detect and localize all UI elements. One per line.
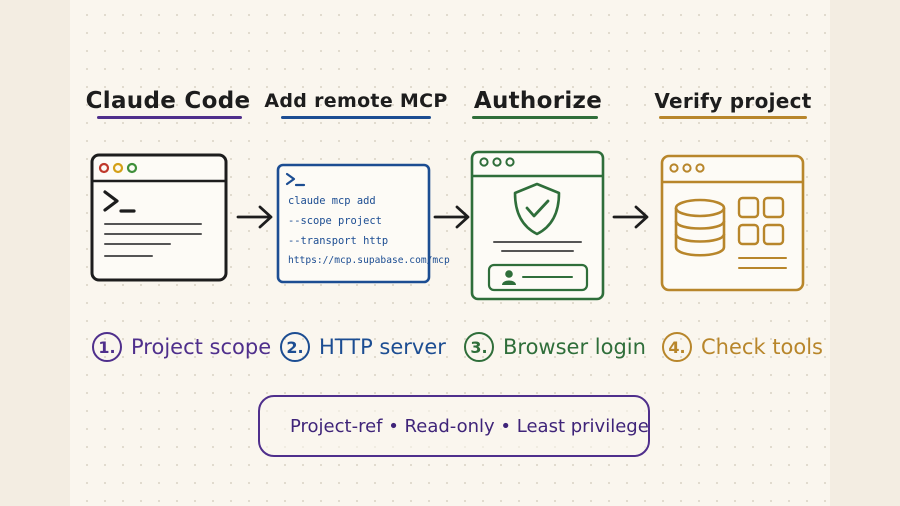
step-number-badge: 3. bbox=[464, 332, 494, 362]
command-text-block: claude mcp add --scope project --transpo… bbox=[288, 192, 450, 271]
database-grid-window-icon bbox=[660, 154, 805, 292]
step-4: 4. Check tools bbox=[662, 328, 823, 366]
shield-check-browser-icon bbox=[470, 150, 605, 301]
step-label: Browser login bbox=[503, 335, 646, 359]
arrow-right-icon bbox=[236, 205, 273, 229]
authorize-browser-card bbox=[470, 150, 606, 302]
terminal-window-icon bbox=[90, 153, 228, 282]
window-dot-red bbox=[98, 162, 110, 174]
step-3: 3. Browser login bbox=[464, 328, 646, 366]
step-number-badge: 2. bbox=[280, 332, 310, 362]
checkmark-icon bbox=[525, 199, 550, 218]
command-card-icon bbox=[276, 163, 431, 284]
banner-text: Project-ref • Read-only • Least privileg… bbox=[290, 415, 649, 437]
step-number-badge: 1. bbox=[92, 332, 122, 362]
step-number-badge: 4. bbox=[662, 332, 692, 362]
command-card bbox=[276, 163, 432, 285]
database-icon bbox=[674, 198, 726, 257]
login-field-icon bbox=[487, 263, 589, 292]
column-title-add-remote-mcp: Add remote MCP bbox=[264, 90, 448, 112]
step-label: Check tools bbox=[701, 335, 823, 359]
left-margin-panel bbox=[0, 0, 70, 506]
security-principles-banner: Project-ref • Read-only • Least privileg… bbox=[258, 395, 650, 457]
prompt-chevron-icon bbox=[103, 190, 119, 212]
terminal-window-card bbox=[90, 153, 230, 283]
column-title-claude-code: Claude Code bbox=[85, 88, 251, 114]
step-label: HTTP server bbox=[319, 335, 446, 359]
title-underline-purple bbox=[97, 116, 242, 119]
column-title-verify-project: Verify project bbox=[654, 89, 812, 113]
step-1: 1. Project scope bbox=[92, 328, 271, 366]
column-title-authorize: Authorize bbox=[473, 88, 603, 114]
command-line: --transport http bbox=[288, 234, 389, 247]
shield-icon bbox=[513, 182, 561, 236]
command-line: https://mcp.supabase.com/mcp bbox=[288, 255, 450, 267]
step-2: 2. HTTP server bbox=[280, 328, 446, 366]
title-underline-blue bbox=[281, 116, 431, 119]
arrow-right-icon bbox=[612, 205, 649, 229]
verify-project-card bbox=[660, 154, 806, 294]
command-line: claude mcp add bbox=[288, 195, 376, 207]
right-margin-panel bbox=[830, 0, 900, 506]
window-dot-yellow bbox=[112, 162, 124, 174]
arrow-right-icon bbox=[433, 205, 470, 229]
prompt-chevron-icon bbox=[285, 172, 296, 186]
step-label: Project scope bbox=[131, 335, 272, 359]
grid-icon bbox=[737, 196, 785, 246]
title-underline-gold bbox=[659, 116, 807, 119]
window-dot-green bbox=[126, 162, 138, 174]
title-underline-green bbox=[472, 116, 598, 119]
command-line: --scope project bbox=[288, 214, 382, 227]
